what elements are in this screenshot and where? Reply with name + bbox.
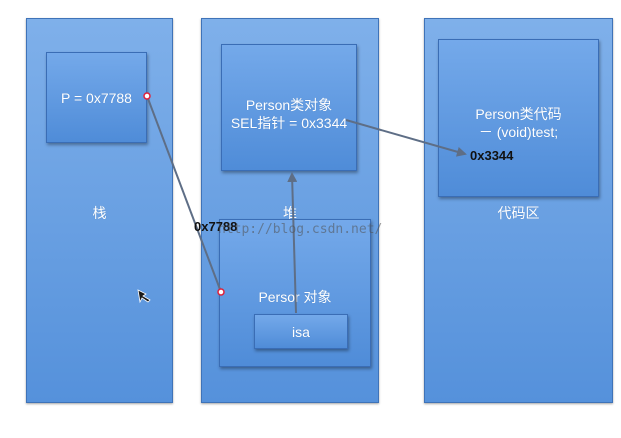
pointer-to-object-line (146, 95, 222, 293)
method-address-label: 0x3344 (470, 148, 514, 163)
pointer-variable-text: P = 0x7788 (61, 90, 132, 106)
code-region-label: 代码区 (497, 205, 540, 221)
sel-pointer-text: SEL指针 = 0x3344 (230, 115, 348, 131)
class-object-title: Person类对象 (245, 97, 333, 113)
class-object-box: Person类对象 SEL指针 = 0x3344 (221, 44, 357, 171)
watermark-text: http://blog.csdn.net/ (218, 222, 383, 237)
method-declaration-text: － (void)test; (478, 124, 559, 140)
pointer-start-dot (143, 92, 151, 100)
sel-to-method-arrow (345, 119, 467, 157)
isa-to-class-arrow (287, 172, 298, 314)
isa-box: isa (254, 314, 348, 349)
pointer-variable-box: P = 0x7788 (46, 52, 147, 143)
pointer-end-dot (217, 288, 225, 296)
class-code-box: Person类代码 － (void)test; (438, 39, 599, 197)
class-code-title: Person类代码 (475, 106, 562, 122)
isa-text: isa (292, 324, 310, 340)
stack-region-label: 栈 (92, 205, 107, 221)
pointer-address-label: 0x7788 (194, 219, 238, 234)
